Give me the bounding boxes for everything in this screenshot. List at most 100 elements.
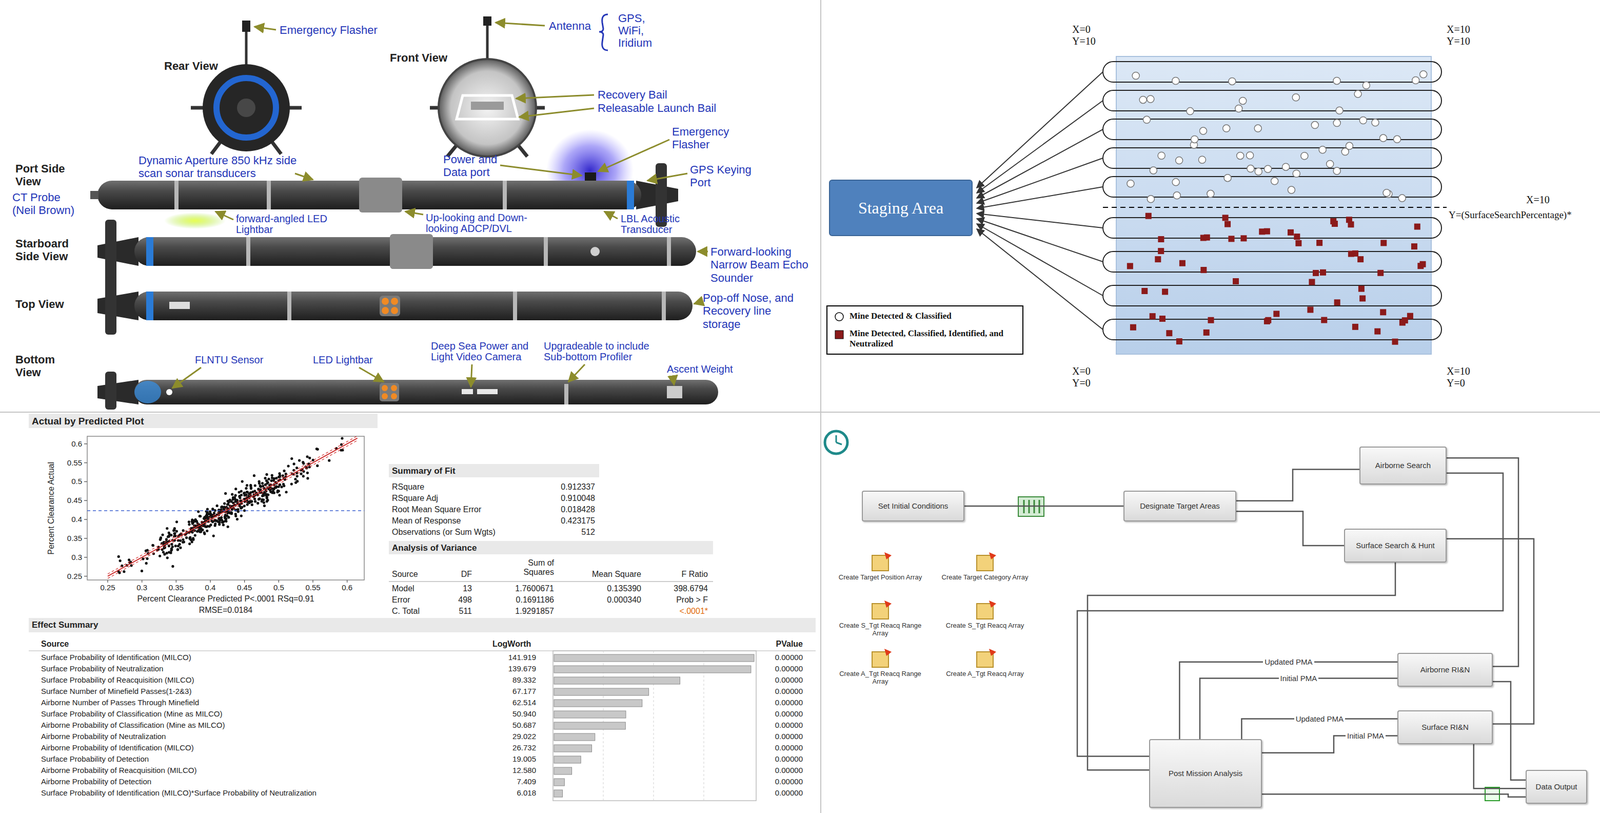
leader-line	[359, 367, 384, 382]
data-point	[306, 471, 309, 474]
front-view-figure	[456, 95, 519, 120]
report-frame	[28, 413, 378, 428]
data-point	[218, 520, 221, 524]
report-text: 0.1691186	[492, 595, 555, 605]
leader-line	[598, 139, 670, 172]
data-point	[210, 519, 213, 522]
block-caption: Create S_Tgt Reacq Range Array	[831, 621, 930, 638]
logworth-bar	[554, 654, 755, 662]
data-point	[284, 490, 288, 493]
data-point	[224, 491, 227, 495]
data-point	[176, 547, 180, 551]
mine-classified	[1333, 167, 1341, 175]
data-point	[260, 498, 264, 501]
mine-classified	[1246, 151, 1254, 160]
report-text: 511	[441, 606, 472, 616]
report-text: 0.00000	[751, 697, 803, 707]
data-point	[286, 464, 290, 467]
axis-tick	[209, 579, 211, 583]
data-point	[188, 542, 191, 545]
report-text: 0.45	[231, 582, 258, 592]
report-text: C. Total	[391, 606, 420, 616]
report-text: Airborne Probability of Detection	[41, 776, 152, 786]
data-point	[226, 502, 229, 506]
data-point	[215, 519, 219, 522]
data-point	[243, 491, 246, 495]
mine-neutralized	[1240, 234, 1247, 242]
part-label: Deep Sea Power and Light Video Camera	[430, 340, 534, 363]
data-point	[308, 456, 311, 460]
data-point	[327, 459, 331, 462]
axis-tick	[84, 443, 88, 445]
data-point	[176, 547, 180, 551]
axis-tick	[84, 481, 88, 483]
leader-line	[694, 301, 701, 304]
bottom-view-vehicle	[461, 388, 473, 394]
report-text: RSquare Adj	[391, 493, 439, 503]
report-text: 0.6	[334, 582, 361, 592]
top-view-vehicle	[105, 277, 117, 335]
mine-neutralized	[1352, 323, 1359, 330]
report-text: 0.5	[51, 476, 83, 486]
top-view-vehicle	[169, 301, 190, 309]
model-icon	[835, 435, 838, 443]
data-point	[227, 515, 230, 519]
mine-neutralized	[1141, 287, 1148, 294]
starboard-side-vehicle	[246, 236, 251, 266]
data-point	[250, 503, 254, 506]
logworth-bar	[554, 789, 563, 797]
data-point	[204, 514, 208, 517]
mine-classified	[1292, 93, 1300, 102]
data-point	[306, 476, 309, 480]
data-point	[178, 542, 181, 546]
report-frame	[28, 413, 816, 801]
starboard-side-vehicle	[543, 236, 548, 266]
mine-classified	[1412, 76, 1420, 84]
data-point	[191, 520, 194, 524]
mine-classified	[1239, 96, 1247, 105]
part-label: Bottom View	[15, 352, 65, 380]
data-point	[206, 510, 209, 513]
leader-line	[470, 364, 472, 387]
data-point	[145, 557, 149, 560]
data-point	[206, 507, 209, 510]
logworth-bar	[554, 755, 581, 763]
report-text: Airborne Probability of Classification (…	[41, 720, 225, 729]
mine-neutralized	[1419, 261, 1427, 268]
data-point	[220, 518, 224, 522]
bottom-view-vehicle	[379, 382, 400, 402]
search-lane	[1102, 61, 1442, 83]
data-point	[270, 473, 274, 477]
data-point	[278, 493, 281, 497]
bottom-view-vehicle	[381, 392, 388, 400]
data-point	[165, 537, 168, 541]
data-point	[271, 489, 275, 492]
bottom-view-vehicle	[666, 385, 683, 399]
part-label: FLNTU Sensor	[194, 353, 264, 366]
data-point	[220, 505, 223, 509]
port-side-vehicle	[266, 180, 271, 210]
bottom-view-vehicle	[134, 379, 719, 405]
data-point	[261, 484, 265, 487]
logworth-bar	[554, 654, 755, 797]
data-point	[182, 540, 186, 543]
data-point	[290, 457, 293, 460]
front-view-figure	[470, 101, 504, 110]
connector	[1077, 472, 1504, 757]
report-text: 67.177	[489, 686, 537, 696]
mine-marker	[1127, 70, 1428, 345]
report-text: 0.910048	[523, 493, 596, 503]
connector-label: Updated PMA	[1262, 657, 1314, 666]
return-arrow	[976, 223, 1103, 296]
return-arrow	[976, 157, 1103, 204]
starboard-side-vehicle	[590, 246, 600, 256]
data-point	[290, 482, 293, 486]
model-icon	[884, 600, 892, 608]
top-view-vehicle	[287, 291, 292, 321]
data-point	[243, 493, 246, 497]
block-caption: Create Target Category Array	[936, 573, 1034, 582]
search-lane	[1102, 119, 1442, 140]
process-block: Surface RI&N	[1397, 709, 1493, 744]
data-point	[227, 515, 230, 519]
